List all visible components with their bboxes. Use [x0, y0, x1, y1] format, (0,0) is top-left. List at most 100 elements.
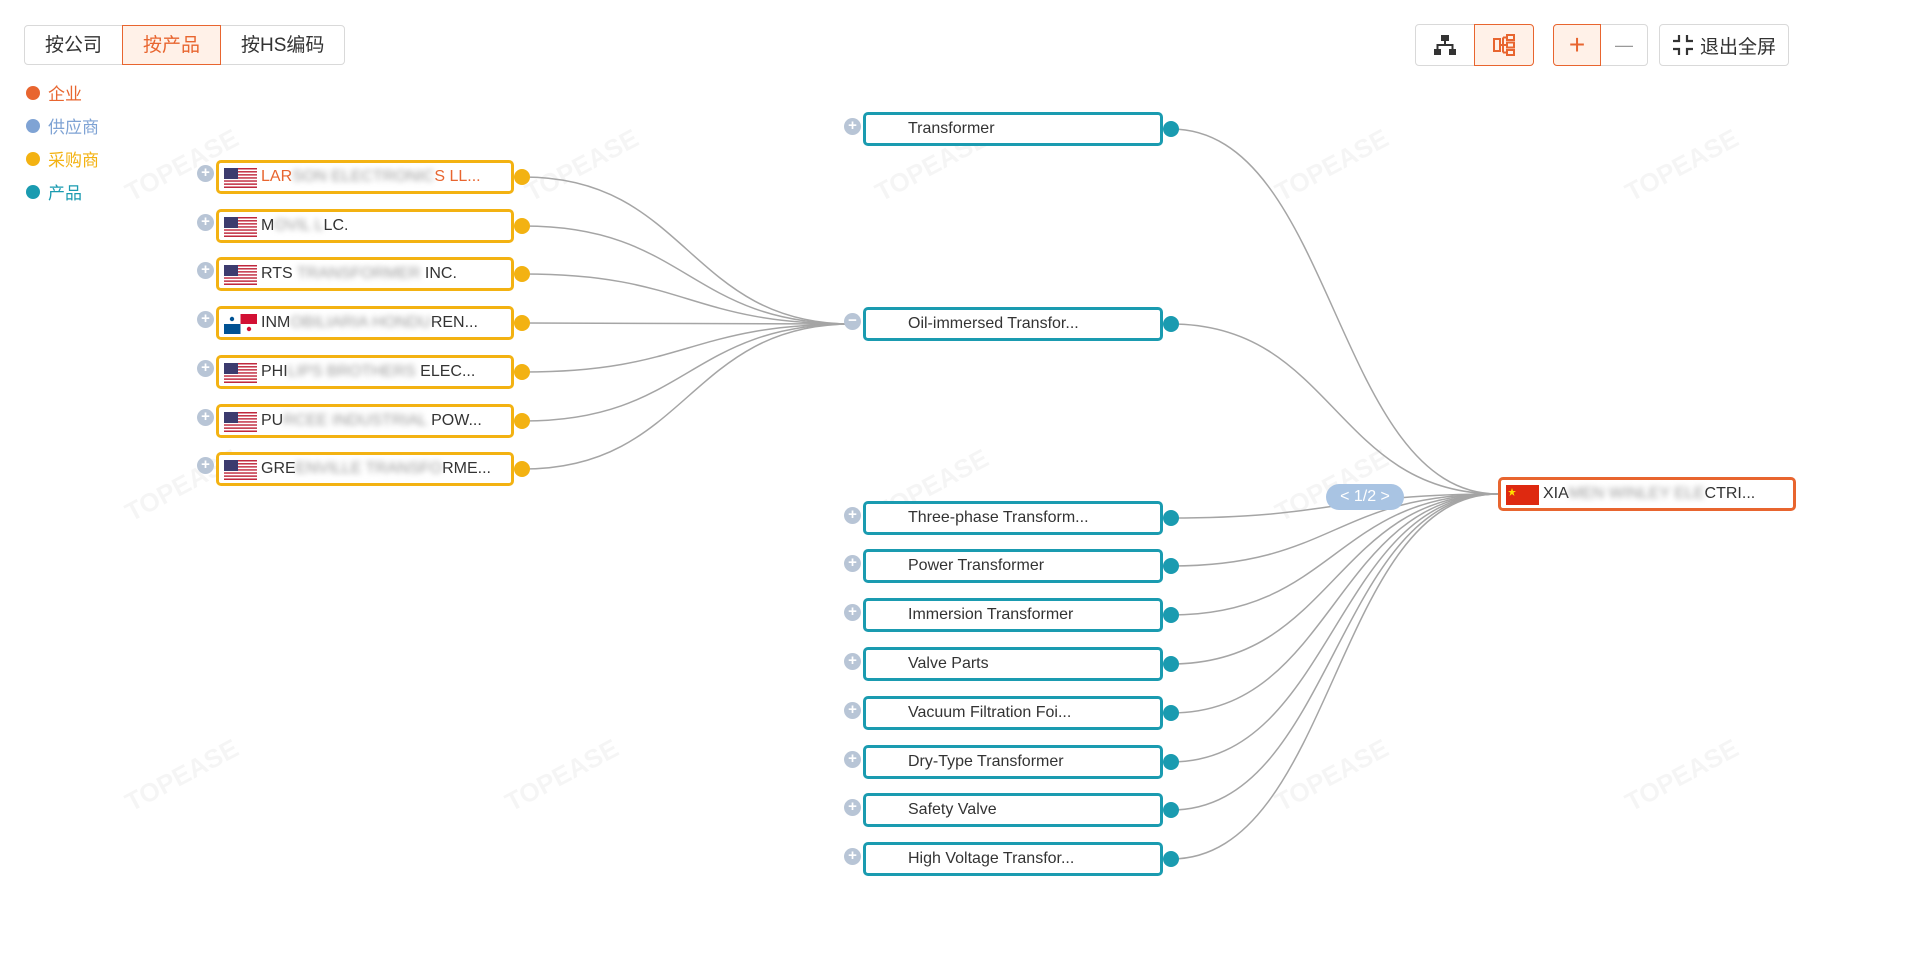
- tree-layout-button[interactable]: [1415, 24, 1475, 66]
- enterprise-dot-icon: [26, 85, 40, 100]
- exit-fullscreen-button[interactable]: 退出全屏: [1659, 24, 1790, 66]
- edge-line: [1170, 493, 1499, 763]
- edge-line: [523, 176, 853, 325]
- company-name-redacted: OBILIARIA HONDU: [290, 314, 431, 331]
- edge-line: [1170, 323, 1499, 495]
- connector-port[interactable]: [1163, 705, 1179, 721]
- expand-plus-icon[interactable]: +: [844, 653, 861, 670]
- expand-plus-icon[interactable]: +: [844, 799, 861, 816]
- connector-port[interactable]: [514, 461, 530, 477]
- expand-plus-icon[interactable]: +: [844, 751, 861, 768]
- buyer-node[interactable]: PHILIPS BROTHERS ELEC...: [216, 355, 514, 389]
- node-label: High Voltage Transfor...: [908, 850, 1075, 867]
- expand-plus-icon[interactable]: +: [844, 702, 861, 719]
- connector-port[interactable]: [1163, 558, 1179, 574]
- product-node[interactable]: Vacuum Filtration Foi...: [863, 696, 1163, 730]
- connector-port[interactable]: [514, 218, 530, 234]
- us-flag-icon: [224, 460, 257, 480]
- connector-port[interactable]: [1163, 316, 1179, 332]
- pagination-badge[interactable]: < 1/2 >: [1326, 484, 1404, 510]
- connector-port[interactable]: [514, 364, 530, 380]
- connector-port[interactable]: [514, 315, 530, 331]
- company-name-visible: LAR: [261, 168, 293, 185]
- legend-label: 供应商: [48, 118, 99, 137]
- edge-line: [1170, 493, 1499, 714]
- expand-plus-icon[interactable]: +: [197, 214, 214, 231]
- zoom-in-button[interactable]: +: [1553, 24, 1601, 66]
- center-company-node[interactable]: XIAMEN WINLEY ELECTRI...: [1498, 477, 1796, 511]
- company-name-visible: POW...: [426, 412, 482, 429]
- product-node[interactable]: Safety Valve: [863, 793, 1163, 827]
- expand-plus-icon[interactable]: +: [197, 262, 214, 279]
- company-name-visible: CTRI...: [1704, 485, 1756, 502]
- us-flag-icon: [224, 217, 257, 237]
- connector-port[interactable]: [1163, 510, 1179, 526]
- tab-by-product[interactable]: 按产品: [122, 25, 222, 65]
- fullscreen-group: 退出全屏: [1659, 24, 1790, 66]
- connector-port[interactable]: [1163, 851, 1179, 867]
- expand-plus-icon[interactable]: +: [844, 507, 861, 524]
- product-node[interactable]: High Voltage Transfor...: [863, 842, 1163, 876]
- node-label: Three-phase Transform...: [908, 509, 1089, 526]
- connector-port[interactable]: [514, 266, 530, 282]
- company-name-visible: PU: [261, 412, 284, 429]
- connector-port[interactable]: [1163, 754, 1179, 770]
- expand-plus-icon[interactable]: +: [197, 457, 214, 474]
- legend-item-supplier: 供应商: [26, 109, 99, 142]
- connector-port[interactable]: [1163, 121, 1179, 137]
- edge-line: [1170, 493, 1499, 860]
- company-name-visible: RME...: [442, 460, 491, 477]
- buyer-node[interactable]: LARSON ELECTRONICS LL...: [216, 160, 514, 194]
- company-name-visible: PHI: [261, 363, 288, 380]
- legend-label: 采购商: [48, 151, 99, 170]
- connector-port[interactable]: [1163, 656, 1179, 672]
- edge-line: [1170, 493, 1499, 567]
- product-node[interactable]: Oil-immersed Transfor...: [863, 307, 1163, 341]
- node-label: XIAMEN WINLEY ELECTRI...: [1543, 480, 1755, 508]
- product-node[interactable]: Valve Parts: [863, 647, 1163, 681]
- collapse-minus-icon[interactable]: −: [844, 313, 861, 330]
- buyer-node[interactable]: PURCEE INDUSTRIAL POW...: [216, 404, 514, 438]
- company-name-visible: XIA: [1543, 485, 1569, 502]
- node-label: Valve Parts: [908, 655, 989, 672]
- product-node[interactable]: Transformer: [863, 112, 1163, 146]
- buyer-node[interactable]: GREENVILLE TRANSFORME...: [216, 452, 514, 486]
- edge-line: [1170, 493, 1499, 665]
- expand-plus-icon[interactable]: +: [844, 604, 861, 621]
- minus-icon: —: [1615, 34, 1633, 55]
- node-label: PHILIPS BROTHERS ELEC...: [261, 358, 475, 386]
- expand-plus-icon[interactable]: +: [844, 118, 861, 135]
- tab-by-company[interactable]: 按公司: [24, 25, 124, 65]
- zoom-out-button[interactable]: —: [1600, 24, 1648, 66]
- tab-by-hs-code[interactable]: 按HS编码: [220, 25, 346, 65]
- connector-port[interactable]: [514, 413, 530, 429]
- legend-item-enterprise: 企业: [26, 76, 99, 109]
- expand-plus-icon[interactable]: +: [844, 555, 861, 572]
- product-node[interactable]: Power Transformer: [863, 549, 1163, 583]
- fullscreen-label: 退出全屏: [1700, 36, 1777, 58]
- expand-plus-icon[interactable]: +: [197, 409, 214, 426]
- connector-port[interactable]: [514, 169, 530, 185]
- node-label: GREENVILLE TRANSFORME...: [261, 455, 491, 483]
- horizontal-layout-button[interactable]: [1474, 24, 1534, 66]
- expand-plus-icon[interactable]: +: [844, 848, 861, 865]
- legend-item-product: 产品: [26, 175, 99, 208]
- product-node[interactable]: Immersion Transformer: [863, 598, 1163, 632]
- connector-port[interactable]: [1163, 802, 1179, 818]
- connector-port[interactable]: [1163, 607, 1179, 623]
- buyer-node[interactable]: INMOBILIARIA HONDUREN...: [216, 306, 514, 340]
- buyer-node[interactable]: RTS TRANSFORMER INC.: [216, 257, 514, 291]
- edge-line: [523, 225, 853, 325]
- us-flag-icon: [224, 265, 257, 285]
- product-node[interactable]: Dry-Type Transformer: [863, 745, 1163, 779]
- company-name-visible: LC.: [323, 217, 349, 234]
- expand-plus-icon[interactable]: +: [197, 165, 214, 182]
- company-name-redacted: SON ELECTRONIC: [292, 168, 435, 185]
- legend-label: 企业: [48, 85, 82, 104]
- edge-line: [523, 322, 853, 325]
- expand-plus-icon[interactable]: +: [197, 311, 214, 328]
- expand-plus-icon[interactable]: +: [197, 360, 214, 377]
- product-node[interactable]: Three-phase Transform...: [863, 501, 1163, 535]
- buyer-node[interactable]: MOVIL LLC.: [216, 209, 514, 243]
